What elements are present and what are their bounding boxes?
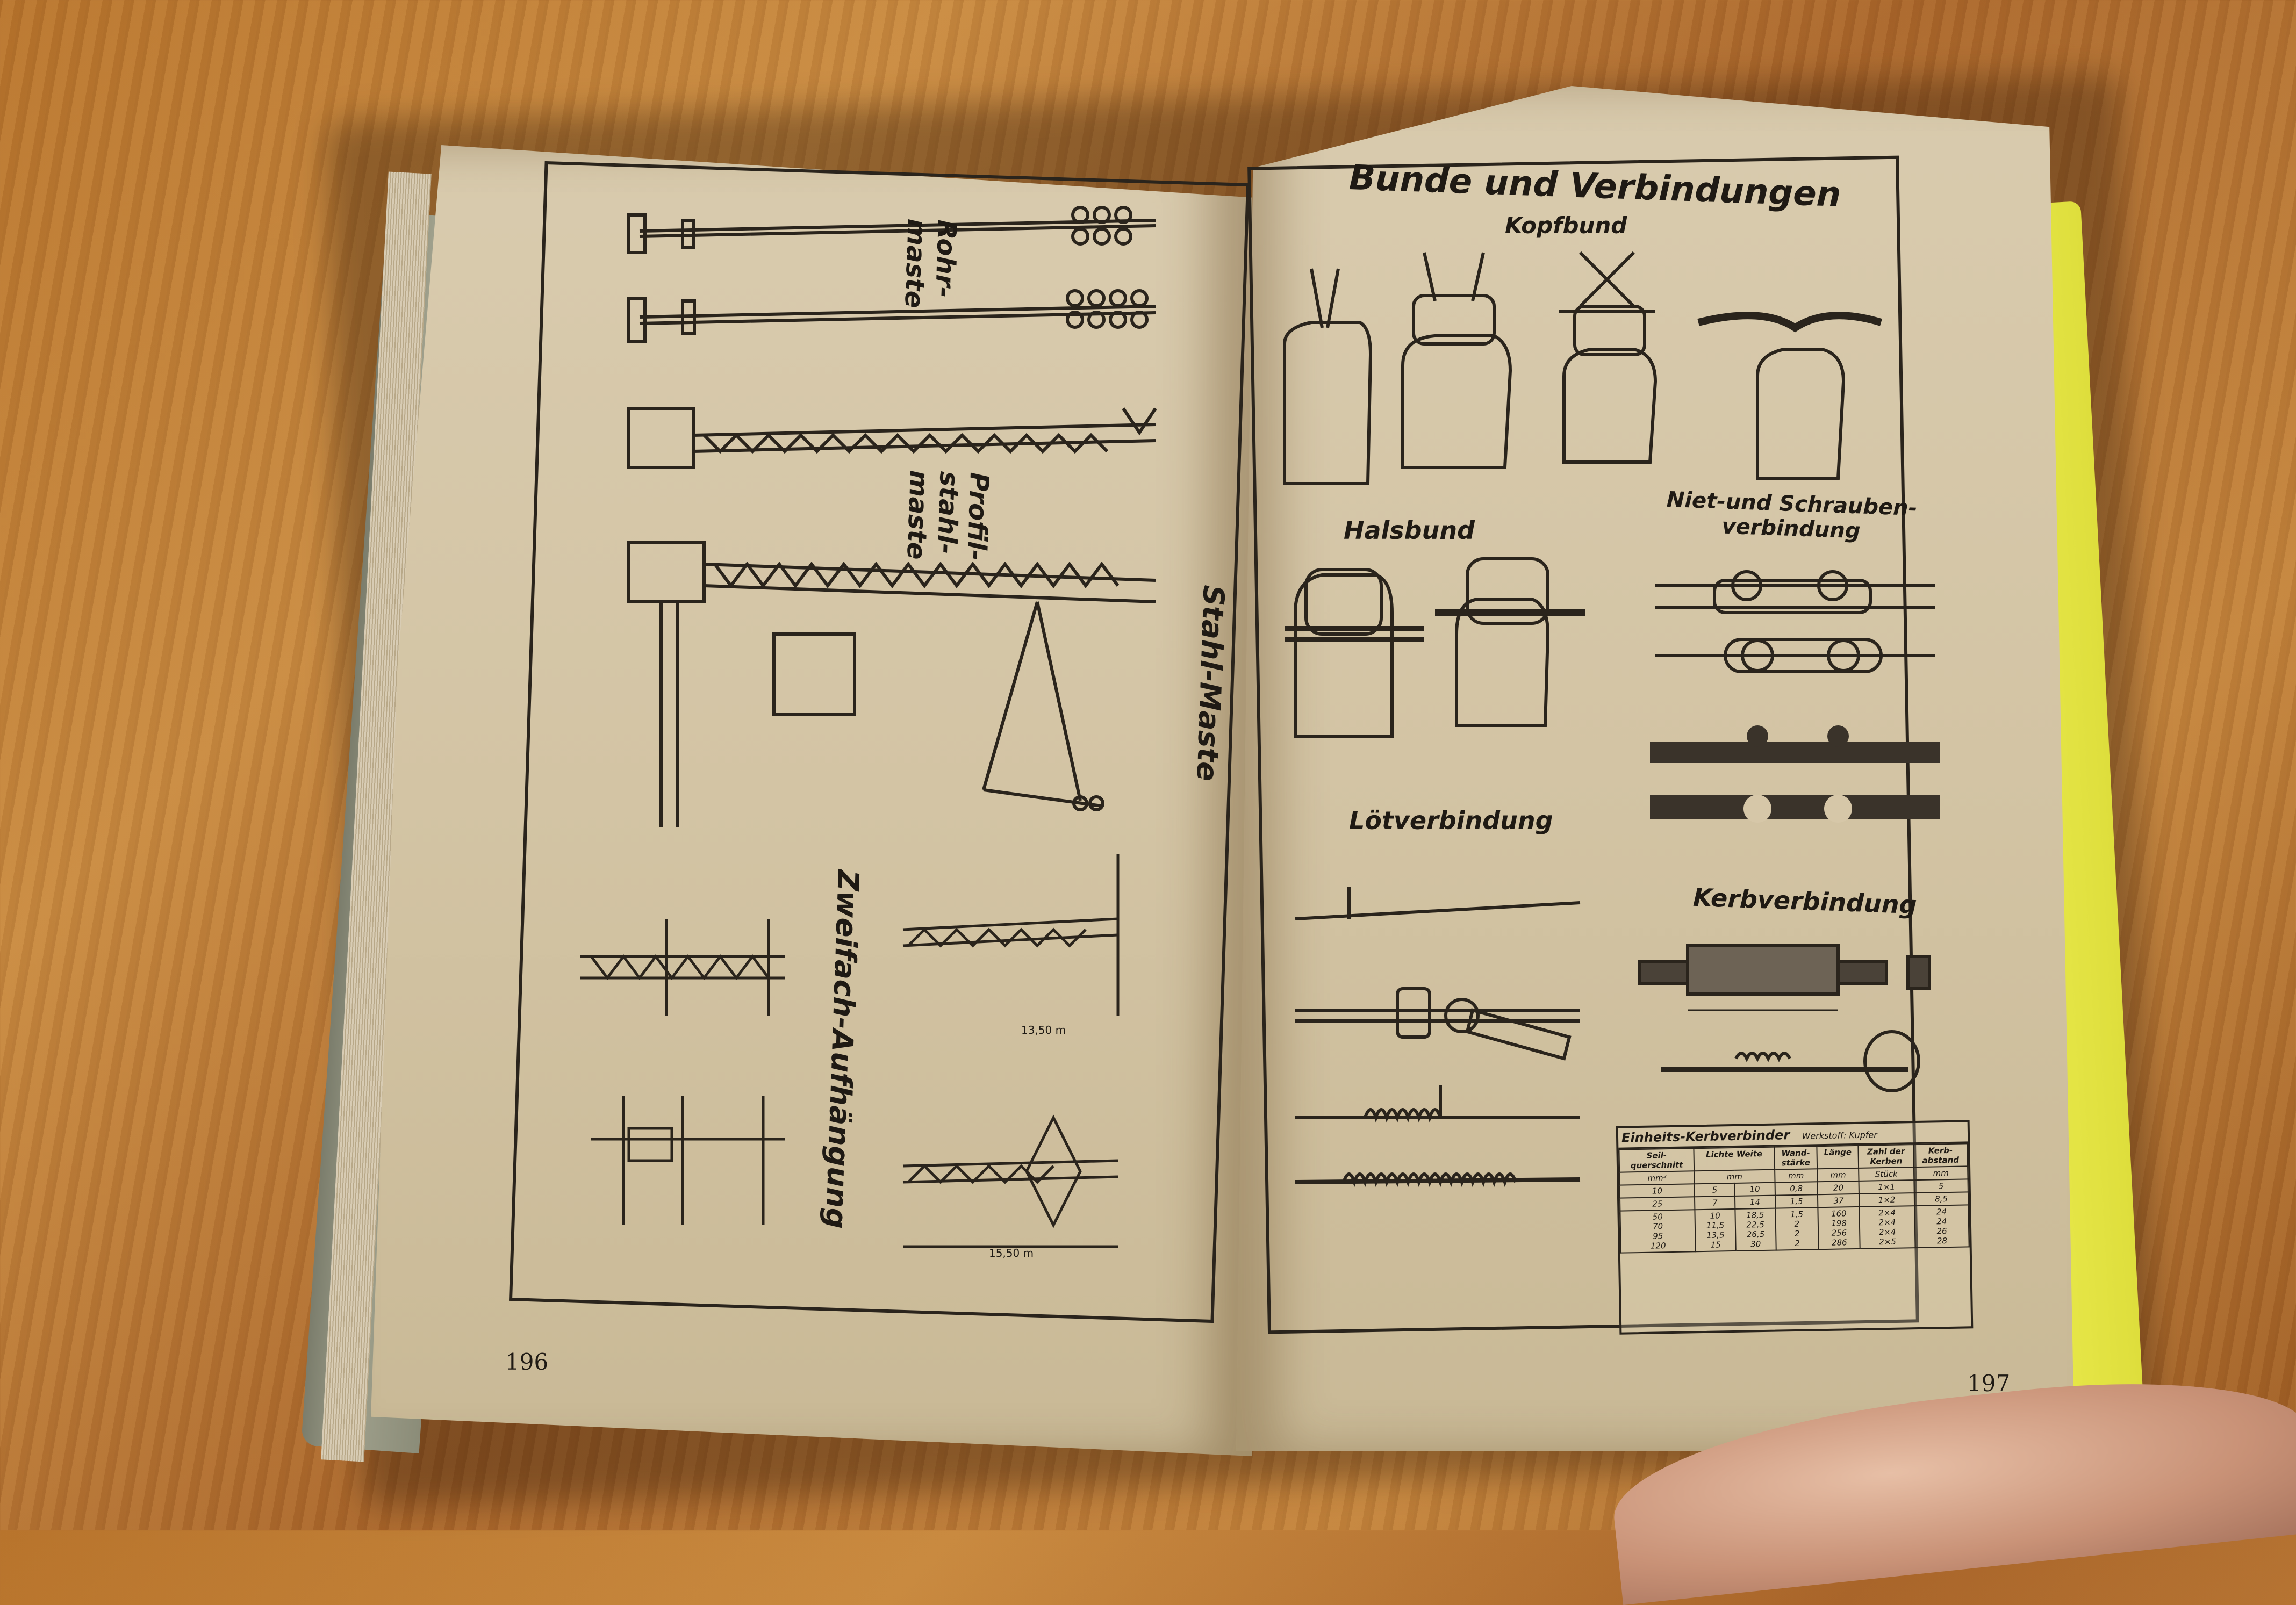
double-suspension-drawing (580, 854, 1120, 1248)
loet-drawings (1295, 887, 1581, 1187)
table-cell: 5 (1914, 1179, 1968, 1193)
table-cell: 10 11,5 13,5 15 (1695, 1208, 1736, 1252)
halsbund-drawings (1285, 557, 1585, 738)
header-kerben: Zahl der Kerben (1858, 1145, 1914, 1168)
stahlmaste-label: Stahl-Maste (1190, 584, 1231, 782)
table-cell: 5 (1694, 1183, 1735, 1197)
table-cell: 7 (1695, 1196, 1735, 1210)
table-cell: 8,5 (1914, 1192, 1969, 1206)
pipe-masts-drawing (627, 206, 1157, 469)
header-laenge: Länge (1817, 1145, 1859, 1169)
table-cell: 160 198 256 286 (1818, 1206, 1860, 1250)
table-material: Werkstoff: Kupfer (1802, 1129, 1878, 1141)
niet-heading: Niet-und Schrauben- verbindung (1666, 487, 1918, 544)
header-wandstaerke: Wand- stärke (1774, 1146, 1818, 1170)
right-page (1236, 86, 2075, 1451)
unit-querschnitt: mm² (1619, 1171, 1695, 1185)
table-cell: 14 (1734, 1195, 1775, 1209)
left-page (371, 145, 1252, 1456)
table-cell: 1×1 (1859, 1180, 1914, 1194)
dimension-15-50: 15,50 m (989, 1247, 1034, 1259)
unit-wand: mm (1774, 1169, 1818, 1183)
table-title-text: Einheits-Kerbverbinder (1621, 1127, 1790, 1146)
unit-laenge: mm (1817, 1168, 1859, 1182)
table-cell: 1,5 (1775, 1194, 1818, 1208)
kopfbund-drawings (1283, 251, 1883, 485)
table-cell: 50 70 95 120 (1620, 1210, 1696, 1253)
table-cell: 24 24 26 28 (1914, 1205, 1969, 1248)
kerb-drawings (1638, 944, 1931, 1092)
header-querschnitt: Seil- querschnitt (1619, 1148, 1695, 1172)
table-cell: 25 (1620, 1197, 1695, 1211)
halsbund-heading: Halsbund (1344, 516, 1475, 545)
header-kerbabstand: Kerb- abstand (1913, 1143, 1968, 1168)
table-cell: 37 (1818, 1193, 1860, 1208)
loet-heading: Lötverbindung (1349, 806, 1553, 835)
profilstahlmaste-label: Profil- stahl- maste (901, 470, 994, 562)
kerbverbinder-table: Einheits-Kerbverbinder Werkstoff: Kupfer… (1616, 1120, 1974, 1335)
steel-mast-drawing (627, 541, 1156, 827)
table-cell: 2×4 2×4 2×4 2×5 (1859, 1206, 1915, 1249)
table-cell: 0,8 (1775, 1182, 1818, 1196)
table-grid: Seil- querschnitt Lichte Weite Wand- stä… (1618, 1143, 1969, 1253)
kopfbund-heading: Kopfbund (1505, 212, 1627, 239)
rohrmaste-label: Rohr- maste (899, 218, 962, 309)
niet-schrauben-drawings (1650, 570, 1940, 823)
table-cell: 1,5 2 2 2 (1775, 1207, 1819, 1250)
page-number-left: 196 (505, 1349, 549, 1375)
unit-weite: mm (1694, 1169, 1775, 1184)
unit-kerben: Stück (1859, 1167, 1914, 1181)
table-row: 50 70 95 120 10 11,5 13,5 15 18,5 22,5 2… (1620, 1205, 1969, 1253)
table-cell: 10 (1734, 1182, 1775, 1196)
unit-abstand: mm (1913, 1166, 1968, 1181)
dimension-13-50: 13,50 m (1021, 1024, 1066, 1037)
table-cell: 20 (1817, 1181, 1860, 1195)
table-cell: 18,5 22,5 26,5 30 (1735, 1208, 1776, 1251)
table-cell: 1×2 (1859, 1193, 1915, 1207)
header-lichte-weite: Lichte Weite (1694, 1147, 1775, 1171)
table-cell: 10 (1619, 1184, 1695, 1198)
